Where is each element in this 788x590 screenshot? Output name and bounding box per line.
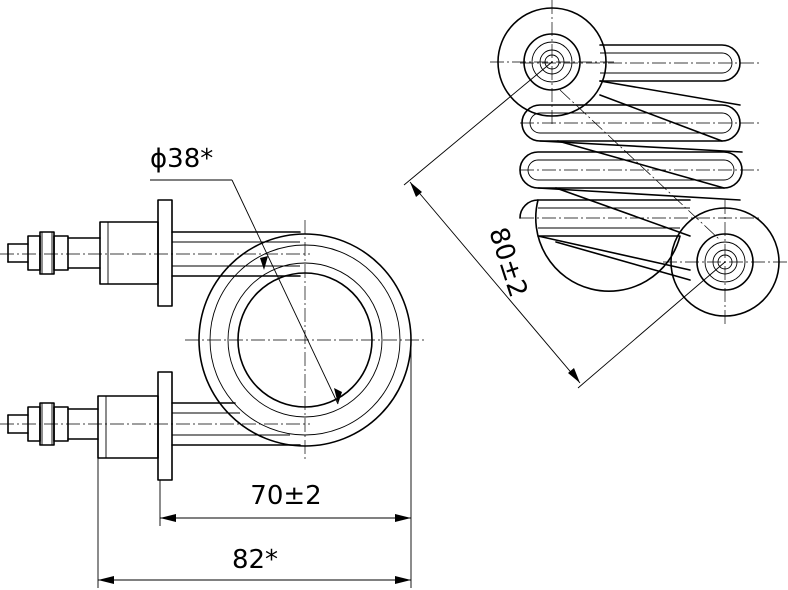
front-view: ϕ38* 70±2 82* bbox=[0, 144, 425, 588]
upper-terminal bbox=[0, 199, 310, 307]
inner-length-label: 70±2 bbox=[250, 481, 321, 511]
overall-length-label: 82* bbox=[232, 545, 278, 575]
diameter-dimension: ϕ38* bbox=[150, 144, 342, 405]
side-view: 80±2 bbox=[403, 0, 787, 389]
coil-turns bbox=[519, 44, 760, 293]
coil-length-dimension: 80±2 bbox=[403, 61, 726, 389]
inner-length-dimension: 70±2 bbox=[159, 340, 412, 588]
coil-length-label: 80±2 bbox=[482, 224, 533, 301]
lower-terminal bbox=[0, 371, 310, 481]
diameter-label: ϕ38* bbox=[150, 144, 213, 174]
overall-length-dimension: 82* bbox=[97, 458, 411, 588]
